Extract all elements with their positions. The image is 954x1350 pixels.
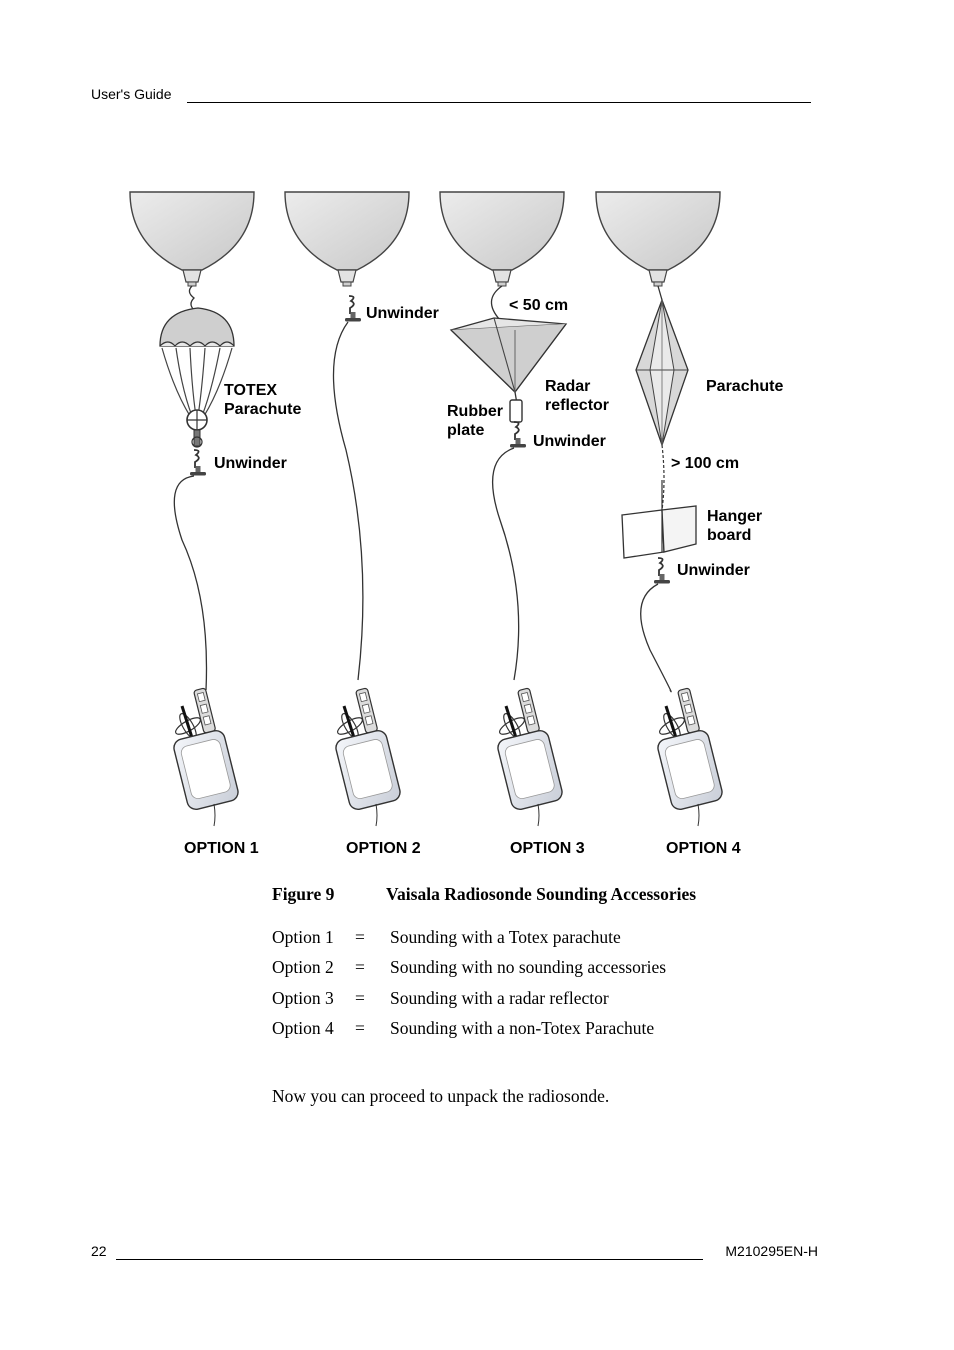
string-1: [173, 475, 208, 691]
label-unwinder-3: Unwinder: [533, 433, 606, 450]
document-code: M210295EN-H: [725, 1243, 818, 1259]
option-equals: =: [355, 1017, 365, 1038]
radar-reflector: [449, 317, 568, 405]
label-length-50: < 50 cm: [509, 297, 568, 314]
page-number: 22: [91, 1243, 107, 1259]
list-item: Option 3 = Sounding with a radar reflect…: [272, 988, 792, 1018]
string-4a: [657, 285, 663, 301]
string-3a: [490, 285, 503, 321]
string-3b: [491, 447, 520, 681]
option-equals: =: [355, 927, 365, 947]
label-hanger: Hanger: [707, 508, 762, 525]
caption-number: Figure 9: [272, 884, 335, 904]
caption-title: Vaisala Radiosonde Sounding Accessories: [386, 884, 697, 904]
label-totex-parachute: Parachute: [224, 401, 301, 418]
list-item: Option 2 = Sounding with no sounding acc…: [272, 957, 792, 987]
label-totex: TOTEX: [224, 382, 277, 399]
option-name: Option 1: [272, 927, 334, 947]
label-option-4: OPTION 4: [666, 840, 741, 857]
label-reflector: reflector: [545, 397, 609, 414]
label-option-1: OPTION 1: [184, 840, 259, 857]
option-equals: =: [355, 957, 365, 978]
label-unwinder-2: Unwinder: [366, 305, 439, 322]
footer-rule: [116, 1259, 703, 1260]
string-2: [332, 321, 364, 681]
header-label: User's Guide: [91, 86, 172, 102]
hanger-board: [621, 480, 697, 559]
label-option-3: OPTION 3: [510, 840, 585, 857]
label-parachute-4: Parachute: [706, 378, 783, 395]
label-unwinder-4: Unwinder: [677, 562, 750, 579]
string-4b: [661, 444, 665, 511]
figure-illustration: TOTEX Parachute Unwinder Unwinder < 50 c…: [110, 180, 800, 860]
label-option-2: OPTION 2: [346, 840, 421, 857]
label-board: board: [707, 527, 751, 544]
body-paragraph: Now you can proceed to unpack the radios…: [272, 1086, 610, 1106]
rubber-plate: [509, 399, 523, 423]
running-header: User's Guide: [91, 86, 811, 106]
list-item: Option 4 = Sounding with a non-Totex Par…: [272, 1018, 792, 1048]
option-description: Sounding with no sounding accessories: [390, 957, 667, 978]
header-rule: [187, 102, 811, 103]
option-name: Option 3: [272, 987, 334, 1008]
label-rubber: Rubber: [447, 403, 503, 420]
list-item: Option 1 = Sounding with a Totex parachu…: [272, 927, 792, 957]
option-description: Sounding with a non-Totex Parachute: [390, 1017, 655, 1038]
non-totex-parachute: [635, 298, 689, 447]
option-name: Option 2: [272, 957, 334, 978]
string-4c: [640, 583, 672, 693]
option-equals: =: [355, 987, 365, 1008]
option-description: Sounding with a Totex parachute: [390, 927, 621, 947]
option-list: Option 1 = Sounding with a Totex parachu…: [272, 927, 792, 1048]
running-footer: 22 M210295EN-H: [91, 1243, 818, 1263]
label-unwinder-1: Unwinder: [214, 455, 287, 472]
label-length-100: > 100 cm: [671, 455, 739, 472]
option-name: Option 4: [272, 1017, 334, 1038]
label-radar: Radar: [545, 378, 590, 395]
option-description: Sounding with a radar reflector: [390, 987, 609, 1008]
totex-parachute: [159, 285, 235, 448]
label-plate: plate: [447, 422, 484, 439]
